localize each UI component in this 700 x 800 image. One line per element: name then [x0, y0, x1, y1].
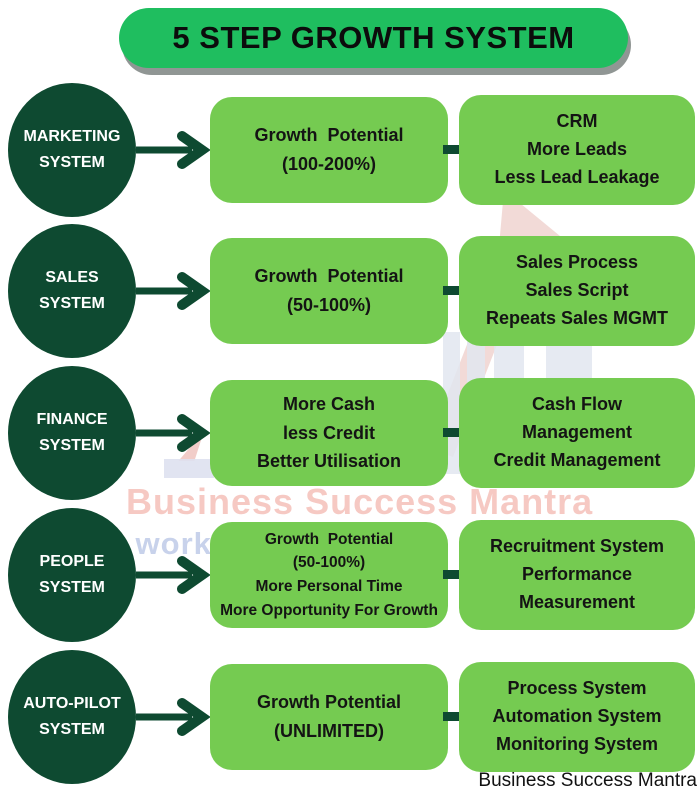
marketing-details-box: CRM More Leads Less Lead Leakage — [459, 95, 695, 205]
box-text-line: (100-200%) — [281, 154, 377, 174]
circle-label-line: MARKETING — [23, 128, 121, 146]
row-finance-system: FINANCE SYSTEM More Cash less Credit Bet… — [0, 361, 700, 505]
box-text-line: Monitoring System — [495, 733, 658, 754]
page-title: 5 STEP GROWTH SYSTEM — [172, 20, 575, 55]
box-text-line: CRM — [556, 111, 598, 132]
arrow-right-icon — [136, 131, 210, 169]
box-text-line: More Personal Time — [255, 578, 403, 595]
growth-potential-box: Growth Potential (50-100%) More Personal… — [210, 522, 448, 628]
growth-potential-box: Growth Potential (50-100%) — [210, 238, 448, 344]
auto-pilot-details-box: Process System Automation System Monitor… — [459, 662, 695, 772]
finance-system-circle: FINANCE SYSTEM — [8, 366, 136, 500]
finance-details-box: Cash Flow Management Credit Management — [459, 378, 695, 488]
circle-label-line: AUTO-PILOT — [23, 695, 121, 713]
arrow-right-icon — [136, 414, 210, 452]
box-text-line: More Cash — [282, 393, 376, 414]
growth-potential-box: Growth Potential (100-200%) — [210, 97, 448, 203]
circle-label-line: SYSTEM — [39, 154, 105, 171]
box-text-line: Automation System — [492, 706, 662, 727]
connector-bar — [443, 570, 462, 579]
box-text-line: Cash Flow — [531, 394, 622, 415]
sales-details-box: Sales Process Sales Script Repeats Sales… — [459, 236, 695, 346]
box-text-line: Measurement — [518, 591, 636, 612]
box-text-line: Management — [521, 422, 633, 443]
box-text-line: Less Lead Leakage — [494, 166, 660, 187]
box-text-line: less Credit — [282, 422, 376, 443]
connector-bar — [443, 712, 462, 721]
box-text-line: Growth Potential — [254, 125, 404, 146]
people-details-box: Recruitment System Performance Measureme… — [459, 520, 695, 630]
auto-pilot-system-circle: AUTO-PILOT SYSTEM — [8, 650, 136, 784]
circle-label-line: SYSTEM — [39, 579, 105, 596]
circle-label-line: FINANCE — [36, 411, 108, 429]
box-text-line: Sales Process — [515, 252, 639, 273]
arrow-right-icon — [136, 272, 210, 310]
box-text-line: Performance — [521, 564, 633, 585]
box-text-line: Sales Script — [525, 280, 629, 301]
box-text-line: Growth Potential — [257, 692, 401, 713]
people-system-circle: PEOPLE SYSTEM — [8, 508, 136, 642]
box-text-line: Recruitment System — [489, 536, 665, 557]
circle-label-line: PEOPLE — [39, 553, 105, 571]
growth-potential-box: Growth Potential (UNLIMITED) — [210, 664, 448, 770]
circle-label-line: SALES — [45, 269, 99, 287]
box-text-line: More Leads — [526, 139, 628, 160]
row-sales-system: SALES SYSTEM Growth Potential (50-100%) … — [0, 219, 700, 363]
box-text-line: (UNLIMITED) — [274, 721, 384, 741]
title-banner: 5 STEP GROWTH SYSTEM — [119, 8, 628, 68]
circle-label-line: SYSTEM — [39, 721, 105, 738]
circle-label-line: SYSTEM — [39, 295, 105, 312]
arrow-right-icon — [136, 698, 210, 736]
box-text-line: Better Utilisation — [256, 451, 402, 472]
finance-benefits-box: More Cash less Credit Better Utilisation — [210, 380, 448, 486]
box-text-line: Credit Management — [493, 449, 661, 470]
box-text-line: (50-100%) — [292, 554, 366, 572]
box-text-line: Growth Potential — [254, 266, 404, 287]
row-people-system: PEOPLE SYSTEM Growth Potential (50-100%)… — [0, 503, 700, 647]
row-marketing-system: MARKETING SYSTEM Growth Potential (100-2… — [0, 78, 700, 222]
arrow-right-icon — [136, 556, 210, 594]
connector-bar — [443, 428, 462, 437]
marketing-system-circle: MARKETING SYSTEM — [8, 83, 136, 217]
box-text-line: (50-100%) — [286, 295, 372, 315]
box-text-line: Process System — [507, 678, 647, 699]
connector-bar — [443, 286, 462, 295]
box-text-line: More Opportunity For Growth — [220, 601, 438, 619]
circle-label-line: SYSTEM — [39, 437, 105, 454]
row-auto-pilot-system: AUTO-PILOT SYSTEM Growth Potential (UNLI… — [0, 645, 700, 789]
footer-brand-text: Business Success Mantra — [478, 770, 697, 791]
connector-bar — [443, 145, 462, 154]
box-fragment-watermark — [164, 459, 214, 478]
sales-system-circle: SALES SYSTEM — [8, 224, 136, 358]
box-text-line: Growth Potential — [264, 530, 394, 548]
box-text-line: Repeats Sales MGMT — [485, 307, 669, 328]
